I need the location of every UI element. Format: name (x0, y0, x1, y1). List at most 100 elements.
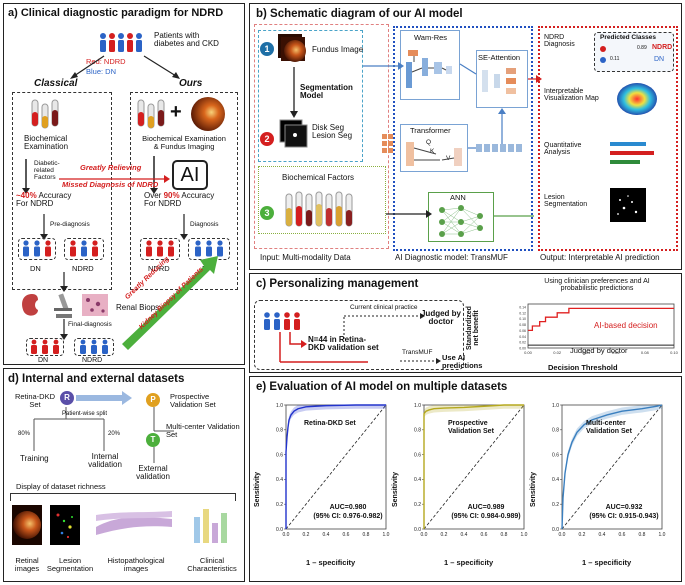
external-label: External validation (136, 464, 170, 482)
dca-y-tick: 0.06 (519, 329, 526, 333)
dn-label-a1: DN (30, 264, 41, 273)
roc-y-tick: 0.2 (414, 502, 421, 508)
use-ai-label-visible: Use AI predictions (442, 353, 483, 370)
transformer-label: Transformer (410, 126, 451, 135)
ours-ndrd-persons-icon (146, 240, 174, 257)
roc-x-tick: 1.0 (383, 532, 390, 538)
patients-label: Patients with diabetes and CKD (154, 31, 219, 49)
dca-y-tick: 0.14 (519, 305, 526, 309)
roc-y-tick: 1.0 (414, 403, 421, 409)
heatmap-icon (617, 83, 657, 115)
t-badge: T (146, 433, 160, 447)
panel-d: d) Internal and external datasets Retina… (3, 368, 245, 582)
judged-by-doctor-label: Judged by doctor (420, 309, 461, 327)
roc-auc-text: AUC=0.980 (330, 504, 367, 511)
lesion-segmentation-label: Lesion Segmentation (46, 556, 94, 573)
roc-x-tick: 0.2 (579, 532, 586, 538)
patient-split-label: Patient-wise split (62, 411, 108, 417)
roc-title: Validation Set (586, 428, 633, 435)
classical-box (12, 92, 112, 290)
acc-classic: ~40% Accuracy For NDRD (16, 191, 71, 209)
seg-model-label: Segmentation Model (300, 83, 353, 101)
roc-auc-text: (95% CI: 0.976-0.982) (313, 513, 382, 520)
richness-label: Display of dataset richness (14, 482, 108, 491)
q-label: Q (426, 139, 432, 146)
step-2-badge: 2 (260, 132, 274, 146)
ndrd-persons-icon (70, 240, 98, 257)
relieving-text-1: Greatly Relieving (80, 163, 142, 172)
transformer-box (400, 124, 468, 172)
roc-curve (561, 404, 663, 530)
roc-x-tick: 0.4 (599, 532, 606, 538)
management-arrows (279, 313, 441, 364)
roc-x-tick: 0.4 (461, 532, 468, 538)
roc-curve (423, 404, 524, 529)
pct80-label: 80% (18, 431, 31, 437)
roc-title: Retina-DKD Set (304, 420, 356, 427)
histology-icon (82, 294, 108, 316)
person-icons (100, 33, 142, 52)
dn-group-box (18, 238, 56, 260)
final-dn-icon (31, 339, 59, 354)
roc-x-tick: 1.0 (659, 532, 666, 538)
ours-ndrd-box (140, 238, 180, 260)
dca-x-tick: 0.10 (670, 350, 679, 355)
ours-label: Ours (179, 78, 203, 89)
richness-bracket (10, 493, 236, 501)
test-tubes-icon-ours (137, 99, 165, 129)
model-flow-arrows (363, 62, 542, 218)
nb-xlabel: Decision Threshold (548, 363, 618, 372)
management-box (254, 300, 464, 370)
pred-ndrd-value: 0.89 (637, 45, 647, 51)
relieving-text-2: Missed Diagnosis of NDRD (62, 180, 159, 189)
dca-y-tick: 0.10 (519, 317, 526, 321)
judged-doctor-series-label: Judged by doctor (570, 346, 628, 355)
roc-auc-text: (95% CI: 0.984-0.989) (451, 513, 520, 520)
split-arrow (33, 391, 174, 463)
ai-box: AI (172, 160, 208, 190)
dca-y-tick: 0.08 (519, 323, 526, 327)
ann-label: ANN (450, 193, 466, 202)
ann-diagram (439, 205, 483, 237)
ai-decision-label: AI-based decision (594, 321, 658, 330)
ndrd-label-a2: NDRD (148, 264, 170, 273)
panel-c-title: c) Personalizing management (256, 278, 419, 290)
image-input-box (258, 30, 363, 162)
internal-label: Internal validation (88, 452, 122, 470)
roc-x-tick: 0.4 (323, 532, 330, 538)
model-box (393, 26, 533, 251)
clinical-bars-thumb (194, 509, 227, 543)
panel-e: e) Evaluation of AI model on multiple da… (249, 376, 682, 582)
roc-xlabel-1: 1 – specificity (306, 558, 356, 567)
model-label: AI Diagnostic model: TransMUF (395, 253, 508, 262)
roc-y-tick: 1.0 (276, 403, 283, 409)
se-attention-label: SE-Attention (478, 53, 521, 62)
chart-caption: Using clinician preferences and AI proba… (544, 278, 650, 293)
histo-thumb (96, 511, 172, 535)
roc-x-tick: 0.0 (421, 532, 428, 538)
final-dn-box (26, 338, 64, 356)
roc-y-tick: 0.8 (276, 428, 283, 434)
ndrd-label-a1: NDRD (72, 264, 94, 273)
plus-icon: + (170, 101, 182, 123)
histo-label: Histopathological images (107, 556, 165, 573)
roc-y-tick: 0.4 (414, 477, 421, 483)
dca-frame (527, 303, 675, 349)
roc-title: Multi-center (586, 420, 626, 427)
blue-dn-label: Blue: DN (86, 67, 117, 76)
predicted-classes-box (594, 32, 674, 72)
k-label: K (430, 148, 435, 155)
disk-seg-icon (279, 119, 308, 148)
split-arrows (70, 55, 180, 79)
lesion-seg-thumb (50, 505, 80, 545)
wam-res-diagram (406, 50, 452, 88)
final-ndrd-icon (80, 339, 108, 354)
renal-biopsy-label: Renal Biopsy (116, 303, 164, 312)
roc-title: Prospective (448, 420, 488, 427)
acc-classic-pct: ~40% (16, 191, 37, 200)
se-attention-box (476, 50, 528, 108)
dca-y-tick: 0.02 (519, 341, 526, 345)
token-bar-icon (476, 144, 522, 152)
panel-a: a) Clinical diagnostic paradigm for NDRD… (3, 3, 245, 365)
roc-y-tick: 0.2 (276, 502, 283, 508)
